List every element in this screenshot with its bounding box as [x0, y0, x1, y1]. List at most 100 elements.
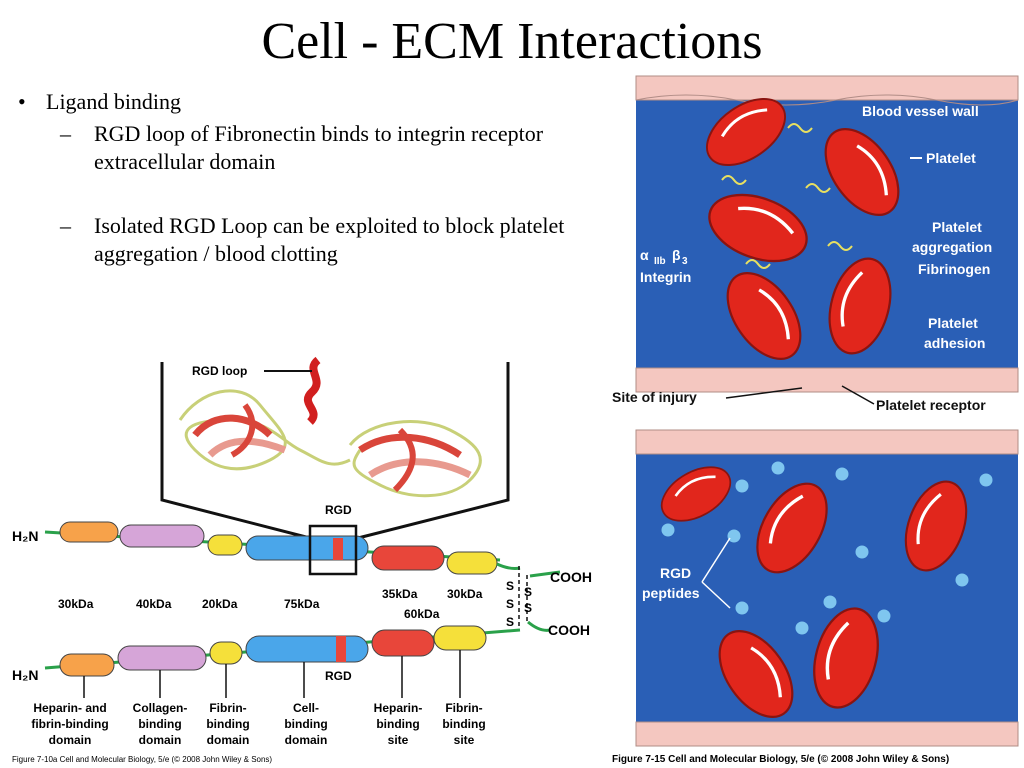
fibronectin-chain-top: H₂N COOH — [12, 521, 592, 585]
domain-block-orange-b — [59, 653, 115, 677]
bottom-panel-labels: RGD peptides — [642, 537, 731, 609]
svg-text:35kDa: 35kDa — [382, 587, 418, 601]
svg-text:S: S — [524, 601, 532, 615]
svg-text:60kDa: 60kDa — [404, 607, 440, 621]
bullet-marker: • — [18, 89, 26, 114]
domain-block-violet — [119, 524, 205, 548]
bullet-ligand-binding: • Ligand binding — [14, 88, 614, 116]
h2n-label-top: H₂N — [12, 528, 38, 544]
top-panel-labels: Blood vessel wall Platelet Platelet aggr… — [640, 103, 992, 351]
bullet-text: Ligand binding — [46, 89, 182, 114]
vessel-wall-top — [635, 75, 1019, 106]
domain-labels: Heparin- and fibrin-binding domain Colla… — [31, 701, 485, 747]
cooh-label-bottom: COOH — [548, 622, 590, 638]
svg-text:Heparin-: Heparin- — [374, 701, 423, 715]
platelet-panel-top: Blood vessel wall Platelet Platelet aggr… — [612, 75, 1019, 413]
rgd-loop-label: RGD loop — [192, 364, 247, 378]
svg-text:RGD: RGD — [660, 565, 691, 581]
vessel-wall-bottom-b — [635, 721, 1019, 747]
svg-text:Platelet: Platelet — [928, 315, 978, 331]
svg-text:Heparin- and: Heparin- and — [33, 701, 106, 715]
sub-bullet-marker: – — [60, 121, 71, 146]
svg-text:domain: domain — [285, 733, 328, 747]
svg-text:binding: binding — [376, 717, 419, 731]
svg-text:binding: binding — [284, 717, 327, 731]
svg-text:IIb: IIb — [654, 256, 666, 267]
svg-text:Integrin: Integrin — [640, 269, 691, 285]
domain-pointers — [83, 650, 461, 698]
svg-text:domain: domain — [207, 733, 250, 747]
fibronectin-domain-figure: RGD loop RGD H₂N COOH S S S S S 30kDa 40… — [12, 356, 592, 764]
svg-text:Site of injury: Site of injury — [612, 389, 697, 405]
domain-block-red-b — [371, 629, 435, 657]
svg-text:α: α — [640, 247, 649, 263]
domain-block-violet-b — [117, 645, 207, 671]
svg-text:3: 3 — [682, 256, 688, 267]
svg-text:binding: binding — [138, 717, 181, 731]
figure-caption-right: Figure 7-15 Cell and Molecular Biology, … — [612, 754, 949, 765]
rgd-marker-top — [333, 538, 343, 560]
svg-text:Fibrin-: Fibrin- — [445, 701, 482, 715]
slide-title: Cell - ECM Interactions — [261, 13, 763, 70]
rgd-zoom-box — [308, 524, 358, 576]
h2n-label-bottom: H₂N — [12, 667, 38, 683]
domain-block-orange — [59, 521, 119, 543]
svg-text:domain: domain — [49, 733, 92, 747]
domain-block-red — [371, 545, 445, 571]
disulfide-bridge: S S S S S — [506, 566, 532, 630]
domain-block-yellow-2b — [433, 625, 487, 651]
svg-text:site: site — [454, 733, 475, 747]
vessel-wall-bottom — [635, 367, 1019, 393]
vessel-wall-top-b — [635, 429, 1019, 455]
svg-text:binding: binding — [442, 717, 485, 731]
svg-text:S: S — [524, 585, 532, 599]
svg-text:Fibrin-: Fibrin- — [209, 701, 246, 715]
svg-text:Collagen-: Collagen- — [133, 701, 188, 715]
svg-text:75kDa: 75kDa — [284, 597, 320, 611]
rgd-marker-bottom — [336, 636, 346, 662]
svg-text:30kDa: 30kDa — [58, 597, 94, 611]
svg-text:40kDa: 40kDa — [136, 597, 172, 611]
svg-text:peptides: peptides — [642, 585, 700, 601]
figure-caption-left: Figure 7-10a Cell and Molecular Biology,… — [12, 755, 272, 764]
svg-text:S: S — [506, 579, 514, 593]
svg-text:S: S — [506, 597, 514, 611]
svg-text:Blood vessel wall: Blood vessel wall — [862, 103, 979, 119]
rgd-peptide-dots — [660, 460, 994, 636]
sub-bullet-marker: – — [60, 213, 71, 238]
svg-text:aggregation: aggregation — [912, 239, 992, 255]
rgd-label-bottom: RGD — [325, 669, 352, 683]
cooh-label-top: COOH — [550, 569, 592, 585]
domain-block-yellow — [207, 534, 243, 556]
svg-text:30kDa: 30kDa — [447, 587, 483, 601]
svg-text:S: S — [506, 615, 514, 629]
svg-text:fibrin-binding: fibrin-binding — [31, 717, 108, 731]
svg-text:domain: domain — [139, 733, 182, 747]
svg-text:β: β — [672, 247, 681, 263]
svg-text:Platelet: Platelet — [926, 150, 976, 166]
fibrinogen-strands — [721, 123, 853, 269]
svg-text:adhesion: adhesion — [924, 335, 985, 351]
svg-text:Platelet: Platelet — [932, 219, 982, 235]
domain-block-yellow-b — [209, 641, 243, 665]
platelet-panel-bottom: RGD peptides — [635, 429, 1019, 747]
sub-bullet-text: RGD loop of Fibronectin binds to integri… — [94, 121, 544, 174]
sub-bullet-rgd-loop: – RGD loop of Fibronectin binds to integ… — [14, 120, 614, 176]
sub-bullet-text: Isolated RGD Loop can be exploited to bl… — [94, 213, 565, 266]
platelet-aggregation-figure: Blood vessel wall Platelet Platelet aggr… — [612, 75, 1019, 765]
domain-block-yellow-2 — [446, 551, 498, 575]
domain-block-blue — [245, 535, 369, 561]
domain-block-blue-b — [245, 635, 369, 663]
sub-bullet-isolated-rgd: – Isolated RGD Loop can be exploited to … — [14, 212, 614, 268]
svg-text:Platelet receptor: Platelet receptor — [876, 397, 986, 413]
kda-labels: 30kDa 40kDa 20kDa 75kDa 35kDa 30kDa 60kD… — [58, 587, 483, 621]
fibronectin-chain-bottom: H₂N COOH RGD — [12, 620, 590, 683]
svg-text:Fibrinogen: Fibrinogen — [918, 261, 990, 277]
rgd-label-top: RGD — [325, 503, 352, 517]
blood-area — [636, 76, 1018, 392]
svg-text:20kDa: 20kDa — [202, 597, 238, 611]
svg-text:binding: binding — [206, 717, 249, 731]
injury-labels: Site of injury Platelet receptor — [612, 385, 986, 413]
bullet-list: • Ligand binding – RGD loop of Fibronect… — [14, 88, 614, 268]
rgd-loop-ribbon-structure — [178, 356, 482, 498]
